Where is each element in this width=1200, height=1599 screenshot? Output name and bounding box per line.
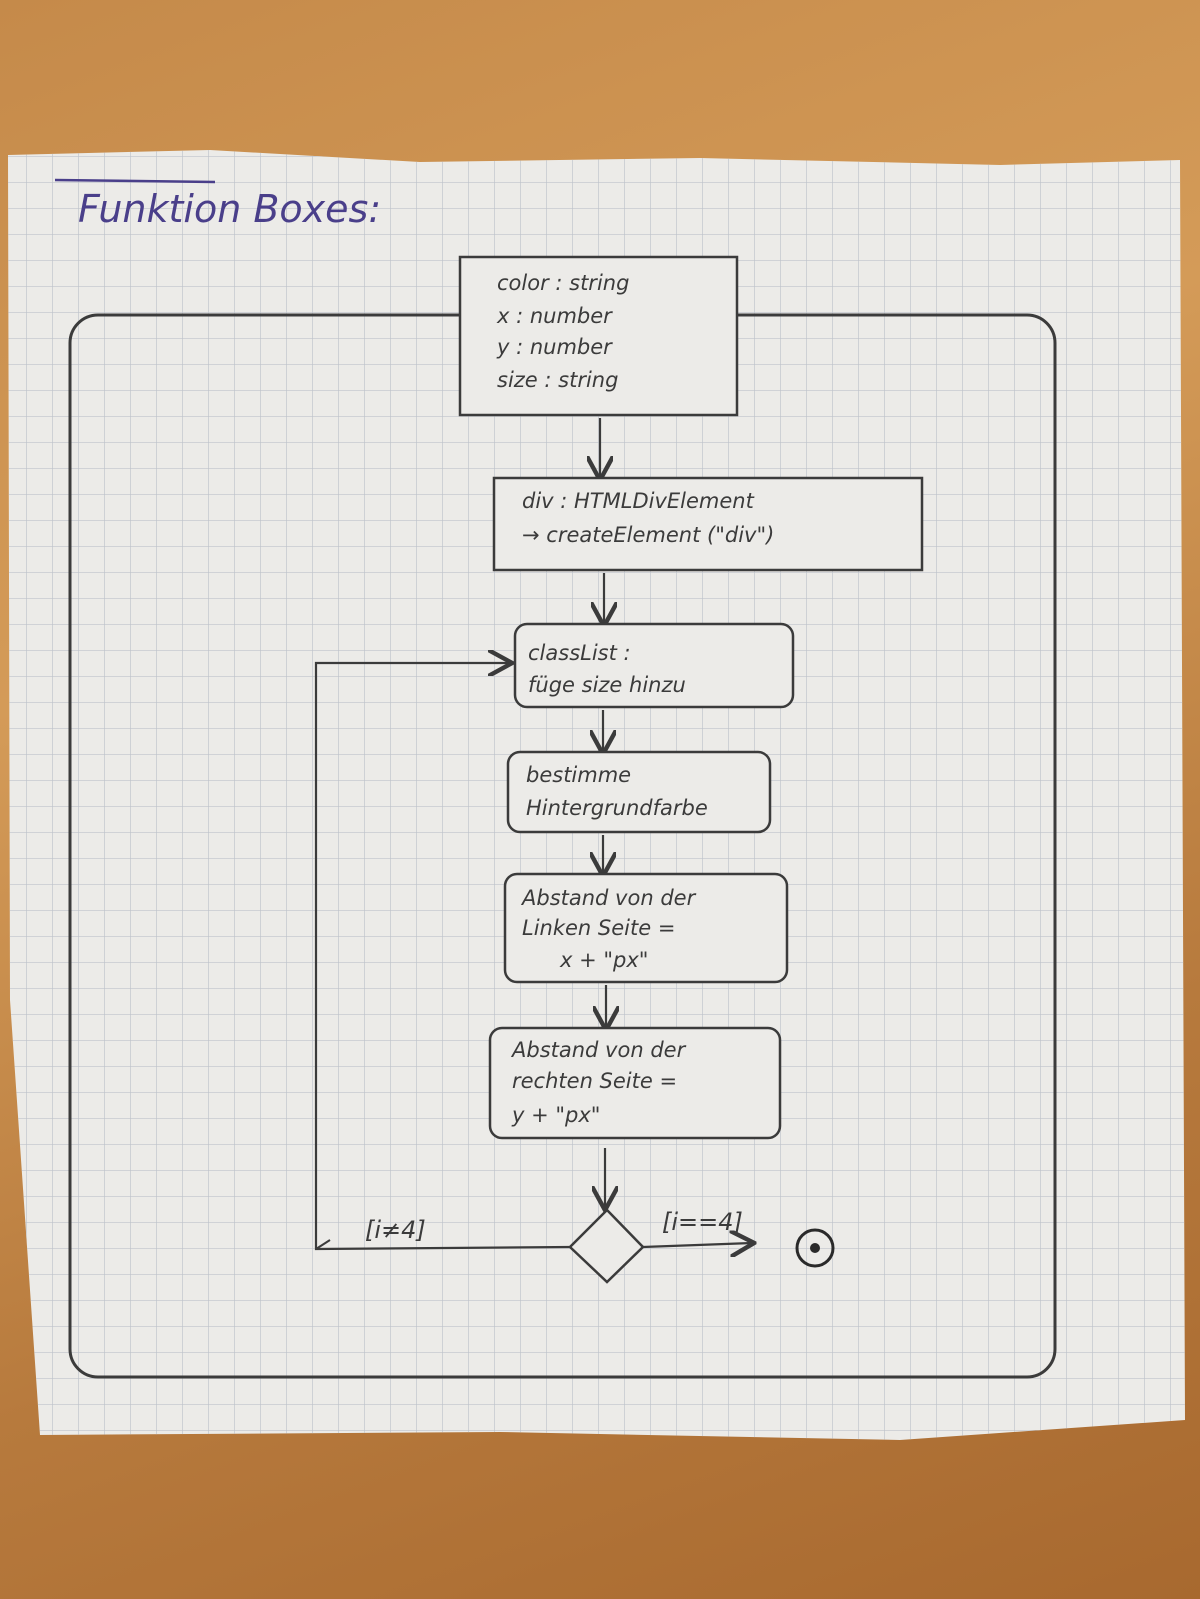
exit-arrow <box>642 1243 752 1247</box>
right-line: rechten Seite = <box>512 1069 677 1093</box>
param-line: y : number <box>496 335 613 359</box>
classlist-line: füge size hinzu <box>528 673 686 697</box>
exit-guard-label: [i==4] <box>662 1208 743 1236</box>
left-offset-action: Abstand von der Linken Seite = x + "px" <box>503 872 789 984</box>
final-node-icon <box>795 1228 835 1268</box>
left-line: Linken Seite = <box>522 916 675 940</box>
left-line: x + "px" <box>559 948 648 972</box>
param-line: color : string <box>497 271 629 295</box>
classlist-line: classList : <box>528 641 631 665</box>
left-line: Abstand von der <box>520 886 697 910</box>
create-element-box: div : HTMLDivElement → createElement ("d… <box>492 476 924 572</box>
background-color-action: bestimme Hintergrundfarbe <box>506 750 772 834</box>
right-line: y + "px" <box>511 1103 600 1127</box>
diagram-title: Funktion Boxes: <box>54 178 381 231</box>
create-line: → createElement ("div") <box>522 523 774 547</box>
loop-guard-label: [i≠4] <box>365 1216 426 1244</box>
parameters-box: color : string x : number y : number siz… <box>458 255 739 417</box>
create-line: div : HTMLDivElement <box>522 489 755 513</box>
right-offset-action: Abstand von der rechten Seite = y + "px" <box>488 1026 782 1140</box>
right-line: Abstand von der <box>510 1038 687 1062</box>
classlist-action: classList : füge size hinzu <box>513 622 795 709</box>
param-line: size : string <box>497 368 618 392</box>
decision-node <box>568 1208 645 1284</box>
loop-back-path <box>314 663 571 1251</box>
param-line: x : number <box>496 304 613 328</box>
color-line: bestimme <box>526 763 631 787</box>
color-line: Hintergrundfarbe <box>526 796 708 820</box>
title-text: Funktion Boxes: <box>78 187 381 231</box>
